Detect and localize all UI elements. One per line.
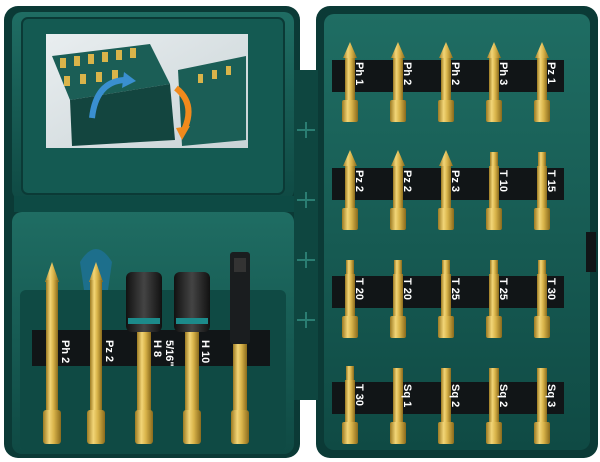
right-case [316,6,598,458]
bit-label: Ph 1 [353,62,365,85]
bit-label: Ph 2 [449,62,461,85]
bit-label: T 20 [401,278,413,300]
bit-label: Sq 2 [449,384,461,407]
center-hinge [294,70,318,400]
nut-driver[interactable]: H 85/16" [126,272,175,444]
bit[interactable]: Sq 2 [438,368,461,444]
bit[interactable]: Pz 3 [438,150,461,230]
bit[interactable]: T 20 [342,260,365,338]
bit[interactable]: Ph 2 [438,42,461,122]
bit[interactable]: Sq 2 [486,368,509,444]
bit-label: T 25 [449,278,461,300]
bit[interactable]: Pz 2 [390,150,413,230]
bit[interactable]: Pz 2 [342,150,365,230]
bit[interactable]: Ph 1 [342,42,365,122]
bit[interactable]: Sq 1 [390,368,413,444]
bit-label: T 20 [353,278,365,300]
item-label: H 10 [199,340,211,363]
left-bottom-items: Ph 2 Pz 2 H 85/16" H 10 [43,252,250,444]
bit[interactable]: T 10 [486,152,509,230]
magnetic-holder[interactable] [230,252,250,444]
item-label: Ph 2 [59,340,71,363]
bit-label: Ph 3 [497,62,509,85]
right-bits: Ph 1 Ph 2 Ph 2 Ph 3 Pz 1 Pz 2 Pz 2 Pz 3 T 10 T 15… [342,42,557,444]
arrow-curved-orange-icon [174,85,192,132]
bit[interactable]: T 25 [438,260,461,338]
bit[interactable]: T 25 [486,260,509,338]
bit[interactable]: T 15 [534,152,557,230]
arrow-curved-blue-icon [89,77,125,119]
item-label: Pz 2 [103,340,115,362]
bit-label: T 15 [545,170,557,192]
bit[interactable]: T 30 [534,260,557,338]
bit-label: Pz 2 [353,170,365,192]
long-bit[interactable]: Pz 2 [87,262,115,444]
bit[interactable]: Ph 2 [390,42,413,122]
long-bit[interactable]: Ph 2 [43,262,71,444]
bit-label: Pz 1 [545,62,557,84]
bit-label: Ph 2 [401,62,413,85]
latch[interactable] [586,232,596,272]
bit-label: T 30 [353,384,365,406]
bit-label: T 10 [497,170,509,192]
bit-label: Sq 2 [497,384,509,407]
bit[interactable]: Ph 3 [486,42,509,122]
bit-label: Pz 3 [449,170,461,192]
bit-label: Pz 2 [401,170,413,192]
nut-driver[interactable]: H 10 [174,272,211,444]
bit[interactable]: Pz 1 [534,42,557,122]
item-label: H 85/16" [151,340,175,367]
bit[interactable]: T 20 [390,260,413,338]
case-opening-illustration [46,34,248,148]
bit[interactable]: Sq 3 [534,368,557,444]
bit-label: Sq 3 [545,384,557,407]
bit-label: Sq 1 [401,384,413,407]
bit[interactable]: T 30 [342,366,365,444]
bit-label: T 25 [497,278,509,300]
bit-label: T 30 [545,278,557,300]
